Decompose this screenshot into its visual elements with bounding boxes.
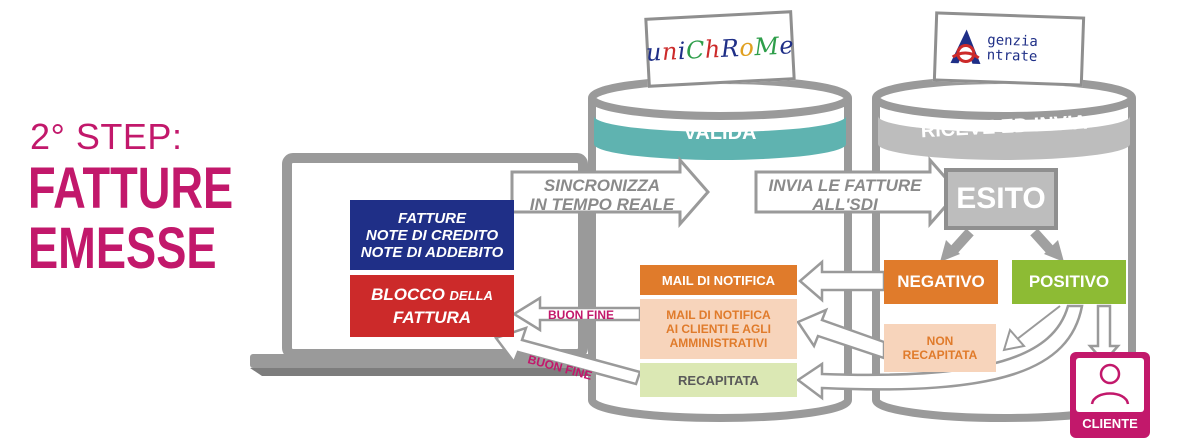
step-label: 2° STEP: bbox=[30, 116, 183, 157]
unichrome-sign: uniChRoMe bbox=[644, 10, 796, 88]
document-types-box: FATTURE NOTE DI CREDITO NOTE DI ADDEBITO bbox=[350, 200, 514, 270]
buon-fine-arrow-1-icon bbox=[511, 295, 642, 333]
fattura-word: FATTURA bbox=[392, 307, 472, 327]
sync-label-line-2: IN TEMPO REALE bbox=[529, 195, 675, 214]
della-word: DELLA bbox=[449, 287, 493, 303]
cliente-label: CLIENTE bbox=[1082, 416, 1138, 431]
doc-type-note-credito: NOTE DI CREDITO bbox=[365, 226, 499, 244]
agenzia-logo-text: genzia ntrate bbox=[986, 32, 1038, 65]
esito-to-negativo-arrow-icon bbox=[948, 228, 974, 256]
unichrome-logo: uniChRoMe bbox=[645, 31, 795, 67]
mail-clienti-box: MAIL DI NOTIFICA AI CLIENTI E AGLI AMMIN… bbox=[640, 299, 797, 359]
agenzia-logo-line-2: ntrate bbox=[986, 47, 1038, 65]
mail-notifica-box: MAIL DI NOTIFICA bbox=[640, 265, 797, 295]
negativo-box: NEGATIVO bbox=[884, 260, 998, 304]
doc-type-fatture: FATTURE bbox=[397, 209, 467, 227]
blocco-line-1: BLOCCO DELLA bbox=[371, 284, 493, 307]
non-recapitata-box: NON RECAPITATA bbox=[884, 324, 996, 372]
buon-fine-label-1: BUON FINE bbox=[548, 308, 614, 322]
positivo-box: POSITIVO bbox=[1012, 260, 1126, 304]
doc-type-note-addebito: NOTE DI ADDEBITO bbox=[360, 243, 504, 261]
nonrecapitata-to-mail-arrow-icon bbox=[796, 307, 886, 360]
esito-box: ESITO bbox=[944, 168, 1058, 230]
logo-letter: M bbox=[753, 31, 781, 62]
title-line-2: EMESSE bbox=[28, 216, 217, 281]
mail-clienti-line-2: AI CLIENTI E AGLI bbox=[666, 322, 771, 336]
recapitata-box: RECAPITATA bbox=[640, 363, 797, 397]
agenzia-sign: genzia ntrate bbox=[932, 11, 1086, 87]
buon-fine-arrow-2-icon bbox=[493, 326, 642, 386]
send-label: INVIA LE FATTURE ALL'SDI bbox=[760, 176, 930, 214]
non-recapitata-line-2: RECAPITATA bbox=[902, 348, 978, 362]
title-line-1: FATTURE bbox=[28, 156, 234, 221]
logo-letter: n bbox=[661, 37, 679, 67]
sync-label: SINCRONIZZA IN TEMPO REALE bbox=[524, 176, 680, 214]
positivo-to-recapitata-arrow-icon bbox=[795, 304, 1084, 401]
esito-to-positivo-arrow-icon bbox=[1030, 228, 1056, 256]
blocco-word: BLOCCO bbox=[371, 284, 445, 304]
mail-clienti-line-1: MAIL DI NOTIFICA bbox=[666, 308, 771, 322]
cliente-icon bbox=[1070, 352, 1150, 438]
mail-clienti-line-3: AMMINISTRATIVI bbox=[669, 336, 768, 350]
logo-letter: h bbox=[704, 34, 722, 64]
sync-label-line-1: SINCRONIZZA bbox=[543, 176, 661, 195]
logo-letter: u bbox=[645, 38, 663, 67]
logo-letter: e bbox=[778, 31, 795, 60]
agenzia-logo-icon bbox=[950, 29, 981, 65]
logo-letter: R bbox=[720, 34, 741, 63]
send-label-line-2: ALL'SDI bbox=[812, 195, 878, 214]
negativo-to-mail-arrow-icon bbox=[798, 259, 886, 303]
non-recapitata-line-1: NON bbox=[926, 334, 954, 348]
logo-letter: C bbox=[685, 35, 706, 65]
blocco-fattura-box: BLOCCO DELLA FATTURA bbox=[350, 275, 514, 337]
valida-band: VALIDA bbox=[683, 121, 757, 144]
sync-arrow-icon bbox=[510, 156, 710, 228]
send-label-line-1: INVIA LE FATTURE bbox=[768, 176, 922, 195]
